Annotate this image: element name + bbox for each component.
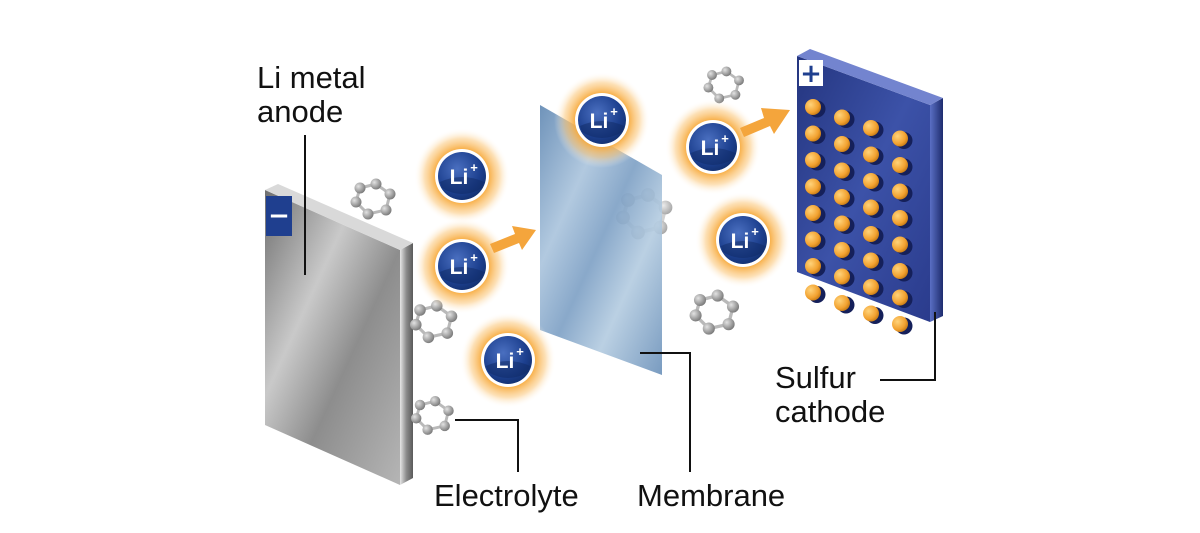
sulfur-dot [892, 157, 908, 173]
sulfur-dot [863, 226, 879, 242]
svg-text:Li: Li [731, 230, 750, 253]
svg-text:Li: Li [450, 166, 469, 189]
cathode-label-line2: cathode [775, 394, 885, 429]
sulfur-dot [892, 130, 908, 147]
molecule-icon [702, 65, 746, 105]
molecule-icon [687, 287, 741, 337]
sulfur-dot [863, 252, 879, 269]
anode-plate: − [265, 184, 413, 485]
anode-sign: − [268, 201, 290, 231]
svg-text:+: + [470, 250, 478, 265]
svg-text:Li: Li [496, 350, 515, 373]
lithium-ion-4: Li + [554, 72, 650, 168]
membrane-label: Membrane [637, 478, 785, 513]
sulfur-dot [834, 215, 850, 232]
lithium-ion-1: Li + [414, 128, 510, 224]
sulfur-dot [863, 120, 879, 136]
sulfur-dot [892, 263, 908, 279]
leader-lines [304, 135, 936, 472]
svg-text:Li: Li [590, 110, 609, 133]
sulfur-dot [892, 316, 908, 332]
cathode-label-line1: Sulfur [775, 360, 856, 395]
sulfur-dot [834, 268, 850, 285]
sulfur-dot [892, 289, 908, 306]
sulfur-dot [805, 99, 821, 115]
membrane-plate [540, 105, 662, 375]
sulfur-dot [834, 189, 850, 205]
sulfur-dot [892, 236, 908, 253]
sulfur-dot [834, 136, 850, 152]
negative-sign-icon [266, 196, 292, 236]
lithium-ion-2: Li + [414, 218, 510, 314]
sulfur-dot [805, 231, 821, 248]
sulfur-dot [805, 205, 821, 221]
sulfur-dot [805, 152, 821, 168]
cathode-sign: + [800, 59, 822, 89]
arrow-icon [490, 226, 536, 253]
electrolyte-label: Electrolyte [434, 478, 579, 513]
sulfur-dot [863, 173, 879, 189]
sulfur-dot [805, 178, 821, 195]
sulfur-dot [834, 162, 850, 179]
sulfur-dot [892, 210, 908, 226]
sulfur-dot [863, 279, 879, 295]
lithium-ion-5: Li + [665, 99, 761, 195]
molecule-icon [409, 394, 456, 437]
sulfur-dot-grid [805, 99, 913, 335]
sulfur-dot [834, 109, 850, 126]
lithium-ion-6: Li + [695, 192, 791, 288]
svg-text:+: + [610, 104, 618, 119]
svg-text:+: + [721, 131, 729, 146]
svg-text:+: + [751, 224, 759, 239]
molecule-icon [349, 177, 397, 221]
sulfur-dot [834, 295, 850, 311]
sulfur-dot [834, 242, 850, 258]
sulfur-dot [863, 305, 879, 322]
sulfur-dot [863, 146, 879, 163]
svg-text:+: + [516, 344, 524, 359]
lithium-ion-3: Li + [460, 312, 556, 408]
anode-label-line1: Li metal [257, 60, 366, 95]
sulfur-dot [805, 258, 821, 274]
svg-text:+: + [470, 160, 478, 175]
positive-sign-icon [799, 60, 823, 86]
svg-text:Li: Li [701, 137, 720, 160]
sulfur-dot [805, 284, 821, 301]
sulfur-dot [863, 199, 879, 216]
anode-label-line2: anode [257, 94, 343, 129]
sulfur-dot [805, 125, 821, 142]
arrow-icon [740, 108, 790, 137]
svg-text:Li: Li [450, 256, 469, 279]
cathode-plate: + [797, 49, 943, 335]
sulfur-dot [892, 183, 908, 200]
